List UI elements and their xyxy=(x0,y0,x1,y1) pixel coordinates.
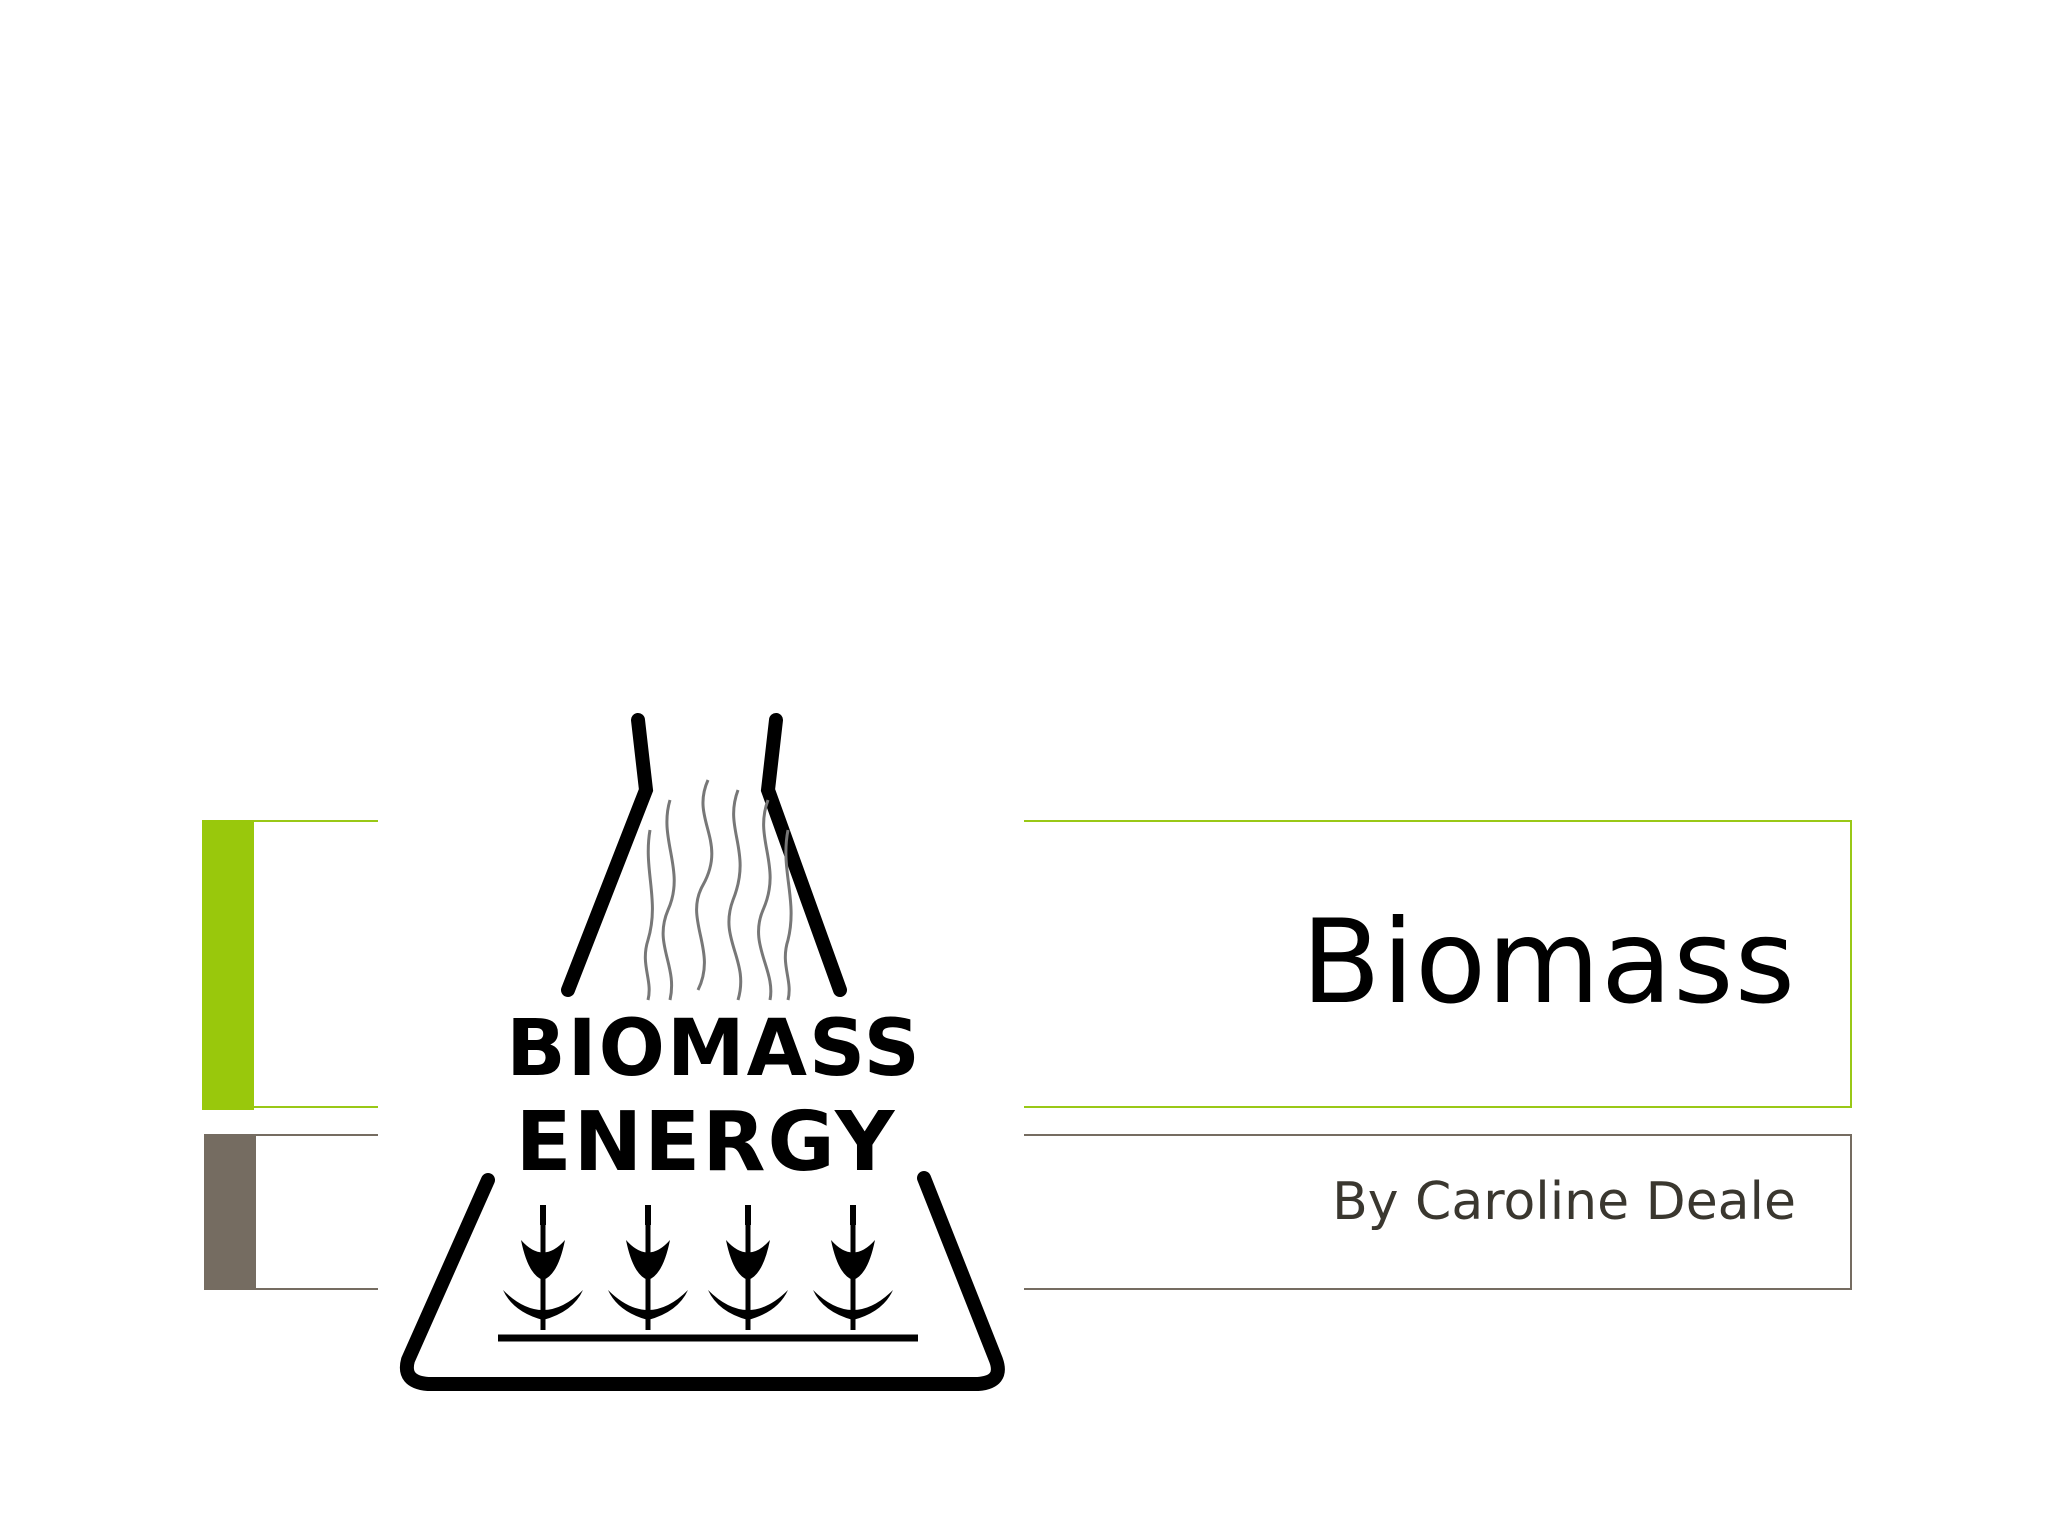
slide-title: Biomass xyxy=(1301,895,1796,1030)
flask-with-plants-icon: BIOMASS ENERGY xyxy=(400,713,1005,1391)
biomass-energy-logo: BIOMASS ENERGY xyxy=(378,700,1024,1400)
plant-3 xyxy=(708,1205,788,1330)
plants xyxy=(498,1205,918,1342)
plant-2 xyxy=(608,1205,688,1330)
subtitle-accent-bar xyxy=(204,1134,256,1290)
logo-line2: ENERGY xyxy=(516,1095,897,1190)
flask-body xyxy=(400,1171,1005,1391)
plant-1 xyxy=(503,1205,583,1330)
steam-lines xyxy=(643,779,793,1001)
flask-left-neck xyxy=(561,713,654,997)
logo-line1: BIOMASS xyxy=(506,1004,922,1094)
plant-4 xyxy=(813,1205,893,1330)
slide-subtitle: By Caroline Deale xyxy=(1332,1172,1796,1232)
title-accent-bar xyxy=(202,820,254,1110)
flask-right-neck xyxy=(760,713,847,997)
